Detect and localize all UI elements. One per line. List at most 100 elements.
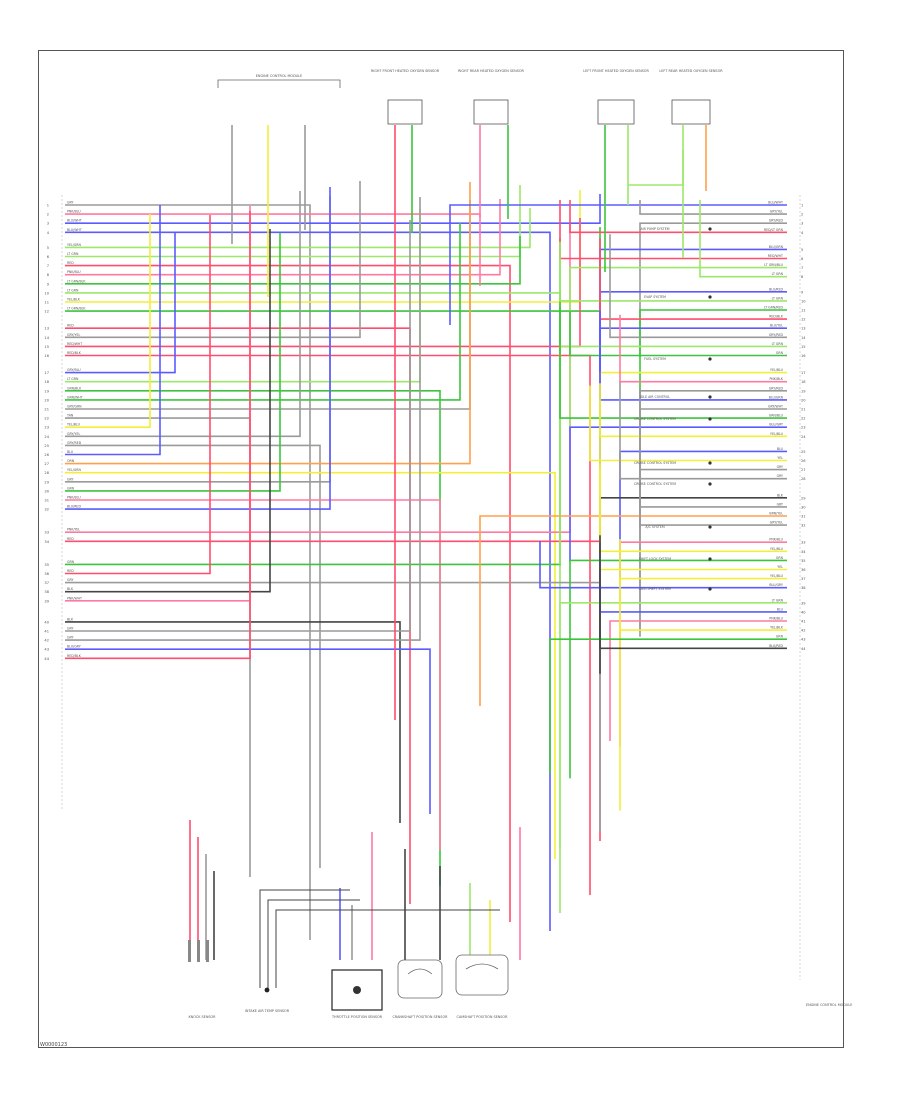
left-pin-number: 18 <box>44 380 49 384</box>
right-system-note: EVAP SYSTEM <box>644 295 666 299</box>
left-pin-number: 13 <box>44 327 49 331</box>
left-wire-22 <box>65 417 251 877</box>
right-wire-14 <box>609 234 787 339</box>
right-system-note: CRUISE CONTROL SYSTEM <box>634 461 676 465</box>
right-wire-label: LT GRN <box>772 342 784 346</box>
left-pin-number: 32 <box>44 508 49 512</box>
bottom-component-label: KNOCK SENSOR <box>188 1015 216 1019</box>
left-wire-label: GRY <box>67 627 73 631</box>
right-pin-number: 17 <box>801 371 806 375</box>
left-wire-label: LT GRN/BLK <box>67 279 86 283</box>
left-pin-number: 34 <box>44 540 49 544</box>
splice-dot-icon <box>708 482 712 486</box>
left-wire-label: YEL/GRN <box>67 468 81 472</box>
left-pin-number: 24 <box>44 435 49 439</box>
right-wire-41 <box>609 620 787 741</box>
label-layer: 1GRY2PNK/BLU3BLU/WHT4BLU/WHT5YEL/GRN6LT … <box>44 69 852 1019</box>
right-wire-40 <box>599 542 787 613</box>
right-wire-label: GRY/RED <box>769 333 784 337</box>
left-pin-number: 9 <box>47 282 50 286</box>
left-pin-number: 38 <box>44 590 49 594</box>
right-wire-22 <box>559 307 787 419</box>
right-pin-number: 19 <box>801 389 806 393</box>
left-pin-number: 8 <box>47 273 50 277</box>
right-wire-30 <box>639 387 787 508</box>
left-pin-number: 6 <box>47 255 50 259</box>
right-pin-number: 40 <box>801 610 806 614</box>
left-pin-number: 35 <box>44 563 49 567</box>
right-wire-36 <box>599 464 787 571</box>
left-wire-38 <box>65 229 271 593</box>
left-pin-number: 21 <box>44 408 49 412</box>
left-wire-label: BLK <box>67 587 74 591</box>
right-wire-label: BLU/RED <box>769 287 783 291</box>
left-pin-number: 23 <box>44 426 49 430</box>
right-wire-5 <box>599 248 787 398</box>
left-wire-label: GRY <box>67 201 73 205</box>
left-wire-label: PNK/BLU <box>67 496 81 500</box>
left-wire-31 <box>65 499 441 850</box>
right-wire-label: BLK <box>777 493 784 497</box>
left-pin-number: 4 <box>47 231 50 235</box>
right-wire-label: GRY/YEL <box>770 521 783 525</box>
right-wire-label: LT GRN <box>772 598 784 602</box>
left-pin-number: 28 <box>44 471 49 475</box>
right-wire-8 <box>699 200 787 278</box>
left-pin-number: 30 <box>44 489 49 493</box>
left-wire-37 <box>65 581 601 832</box>
right-pin-number: 39 <box>801 601 806 605</box>
left-wire-14 <box>65 181 361 339</box>
left-wire-label: LT GRN <box>67 252 79 256</box>
left-wire-label: BLU/WHT <box>67 219 82 223</box>
left-wire-27 <box>65 182 471 465</box>
left-wire-17 <box>65 232 176 374</box>
right-pin-number: 20 <box>801 398 806 402</box>
left-wire-label: PNK/YEL <box>67 528 80 532</box>
top-component-label: LEFT FRONT HEATED OXYGEN SENSOR <box>583 69 649 73</box>
left-wire-43 <box>65 648 431 814</box>
right-pin-number: 22 <box>801 417 806 421</box>
left-wire-5 <box>65 208 531 249</box>
left-wire-1 <box>65 204 311 940</box>
left-wire-label: YEL/BLK <box>67 298 81 302</box>
left-pin-number: 39 <box>44 599 49 603</box>
left-wire-label: GRN/BLK <box>67 386 82 390</box>
connector-pin-icon <box>197 940 200 962</box>
sensor-body <box>397 959 443 999</box>
right-pin-number: 13 <box>801 327 806 331</box>
left-wire-label: RED/BLK <box>67 351 82 355</box>
left-wire-label: BLU/WHT <box>67 228 82 232</box>
right-wire-label: YEL/BLK <box>770 626 784 630</box>
right-wire-label: GRN <box>776 556 784 560</box>
right-wire-label: LT GRN/RED <box>764 306 784 310</box>
left-wire-20 <box>65 223 461 401</box>
splice-dot-icon <box>708 587 712 591</box>
right-pin-number: 38 <box>801 586 806 590</box>
right-wire-4 <box>569 200 787 234</box>
right-wire-35 <box>569 559 787 779</box>
left-pin-number: 10 <box>44 291 49 295</box>
right-wire-label: PNK/BLK <box>769 377 783 381</box>
left-wire-40 <box>65 621 401 823</box>
left-wire-label: GRY <box>67 636 73 640</box>
right-system-note: CRUISE CONTROL SYSTEM <box>634 482 676 486</box>
left-pin-number: 33 <box>44 531 49 535</box>
left-wire-10 <box>65 292 561 913</box>
component-layer <box>61 79 801 1011</box>
left-wire-label: GRN/WHT <box>67 395 83 399</box>
splice-dot-icon <box>708 357 712 361</box>
right-wire-label: GRN <box>776 351 784 355</box>
ground-wire <box>259 889 350 988</box>
left-pin-number: 42 <box>44 639 49 643</box>
left-wire-41 <box>65 220 411 632</box>
right-wire-label: RED/BLK <box>769 315 784 319</box>
left-wire-30 <box>65 233 281 492</box>
right-wire-label: LT GRN <box>772 296 784 300</box>
splice-dot-icon <box>708 417 712 421</box>
right-pin-number: 24 <box>801 435 806 439</box>
right-pin-number: 35 <box>801 559 806 563</box>
right-pin-number: 3 <box>801 222 803 226</box>
right-wire-28 <box>619 381 787 480</box>
left-wire-label: GRY/YEL <box>67 333 80 337</box>
right-wire-label: BLU/YEL <box>770 324 783 328</box>
